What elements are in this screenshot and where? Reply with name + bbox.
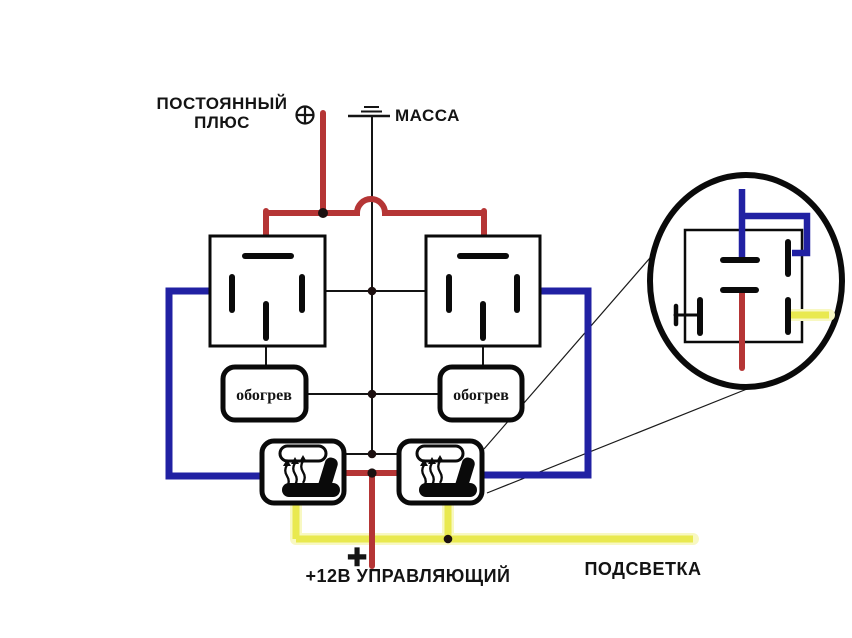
control-label: +12В УПРАВЛЯЮЩИЙ (306, 565, 511, 586)
junction-dots (318, 208, 453, 544)
plus-terminal-icon (295, 105, 315, 125)
heater-right-label: обогрев (453, 387, 509, 404)
backlight-wire-halo (290, 497, 699, 545)
heater-left-label: обогрев (236, 387, 292, 404)
junction-dot (443, 534, 453, 544)
connector-load-wire (738, 189, 811, 258)
junction-dot (367, 449, 377, 459)
constant-plus-label-line2: ПЛЮС (194, 113, 250, 132)
load-wire-left (165, 287, 260, 480)
heater-right: обогрев (437, 364, 525, 423)
constant-plus-label-line1: ПОСТОЯННЫЙ (157, 94, 288, 113)
heater-left-box (220, 364, 309, 423)
relay-right (424, 234, 542, 348)
junction-dot (367, 468, 377, 478)
ground-icon (348, 106, 390, 118)
constant-plus-bus (263, 196, 487, 216)
connector-detail-circle (647, 172, 845, 390)
control-plus-sign: + (347, 538, 367, 576)
junction-dot (367, 389, 377, 399)
relay-left (208, 234, 327, 348)
junction-dot (318, 208, 328, 218)
ground-label: МАССА (395, 106, 460, 125)
backlight-label: ПОДСВЕТКА (584, 559, 701, 579)
connector-detail (647, 172, 845, 390)
seat-switch-right[interactable] (396, 438, 485, 506)
junction-dot (367, 286, 377, 296)
heater-left: обогрев (220, 364, 309, 423)
heater-right-box (437, 364, 525, 423)
load-wire-right (484, 287, 592, 479)
seat-switch-left[interactable] (259, 438, 347, 506)
